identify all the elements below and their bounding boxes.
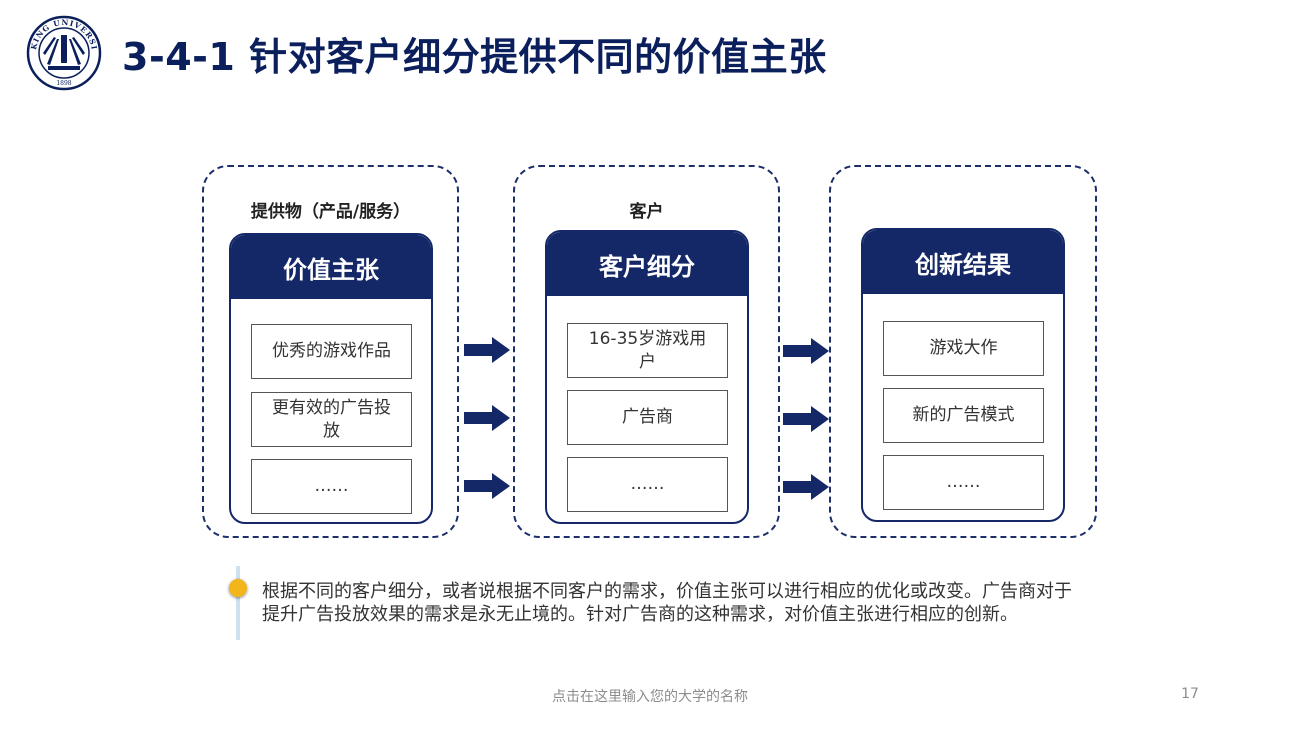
card-title: 客户细分: [547, 232, 747, 296]
list-item: 16-35岁游戏用户: [567, 323, 728, 378]
innovation-result-card: 创新结果 游戏大作 新的广告模式 ……: [861, 228, 1065, 522]
page-number: 17: [1181, 686, 1199, 702]
arrow-right-icon: [464, 405, 510, 431]
note-text: 根据不同的客户细分，或者说根据不同客户的需求，价值主张可以进行相应的优化或改变。…: [262, 581, 1072, 625]
group-label-offering: 提供物（产品/服务）: [250, 202, 411, 222]
arrow-right-icon: [783, 338, 829, 364]
arrow-right-icon: [464, 337, 510, 363]
university-logo: PEKING UNIVERSITY 1898: [26, 15, 102, 91]
group-result: [829, 165, 1097, 538]
list-item: ……: [883, 455, 1044, 510]
arrow-right-icon: [464, 473, 510, 499]
svg-text:1898: 1898: [56, 80, 71, 87]
list-item: 广告商: [567, 390, 728, 445]
note-accent-line: [236, 566, 240, 640]
list-item: 游戏大作: [883, 321, 1044, 376]
group-offering: [202, 165, 459, 538]
page-title: 3-4-1 针对客户细分提供不同的价值主张: [122, 35, 827, 79]
list-item: 新的广告模式: [883, 388, 1044, 443]
customer-segment-card: 客户细分 16-35岁游戏用户 广告商 ……: [545, 230, 749, 524]
list-item: 更有效的广告投放: [251, 392, 412, 447]
list-item: ……: [251, 459, 412, 514]
value-proposition-card: 价值主张 优秀的游戏作品 更有效的广告投放 ……: [229, 233, 433, 524]
arrow-right-icon: [783, 474, 829, 500]
list-item: 优秀的游戏作品: [251, 324, 412, 379]
group-customer: [513, 165, 780, 538]
footer-university-name[interactable]: 点击在这里输入您的大学的名称: [552, 689, 748, 705]
group-label-customer: 客户: [629, 202, 664, 222]
card-title: 创新结果: [863, 230, 1063, 294]
arrow-right-icon: [783, 406, 829, 432]
list-item: ……: [567, 457, 728, 512]
card-title: 价值主张: [231, 235, 431, 299]
bullet-dot-icon: [229, 579, 247, 597]
